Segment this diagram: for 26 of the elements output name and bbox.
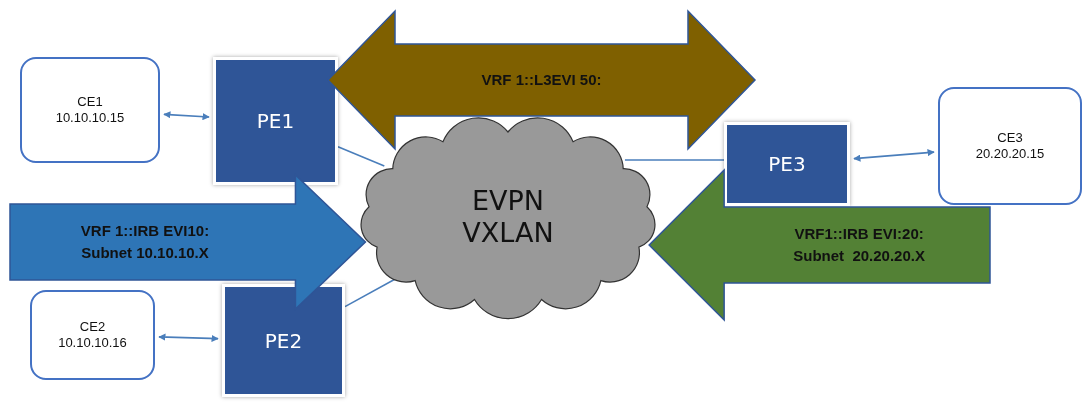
- edge-label: VRF 1::L3EVI 50:: [481, 70, 602, 91]
- device-label: 20.20.20.15: [975, 146, 1045, 163]
- device-label: CE2: [79, 318, 106, 335]
- router-label: PE2: [264, 328, 303, 353]
- edge-label: VRF1::IRB EVI:20: Subnet 20.20.20.X: [792, 224, 926, 266]
- router-label: PE1: [256, 109, 295, 133]
- double-arrow-connector: [158, 333, 219, 343]
- device-label: 10.10.10.15: [55, 110, 125, 127]
- device-box: [30, 290, 155, 380]
- edge-label: VRF 1::IRB EVI10: Subnet 10.10.10.X: [79, 221, 211, 263]
- router-box: [222, 284, 345, 397]
- router-box: [213, 57, 338, 185]
- block-arrow: [648, 168, 991, 322]
- connector-line: [337, 146, 386, 167]
- device-label: 10.10.10.16: [58, 335, 127, 352]
- double-block-arrow: [326, 9, 757, 151]
- double-arrow-connector: [853, 149, 935, 162]
- device-label: CE3: [997, 129, 1023, 146]
- device-box: [938, 87, 1082, 205]
- router-box: [724, 122, 850, 206]
- router-label: PE3: [768, 152, 806, 176]
- device-label: CE1: [77, 93, 103, 110]
- cloud-label: EVPN VXLAN: [461, 184, 555, 250]
- connector-line: [624, 159, 725, 161]
- device-box: [20, 57, 160, 163]
- double-arrow-connector: [163, 111, 210, 121]
